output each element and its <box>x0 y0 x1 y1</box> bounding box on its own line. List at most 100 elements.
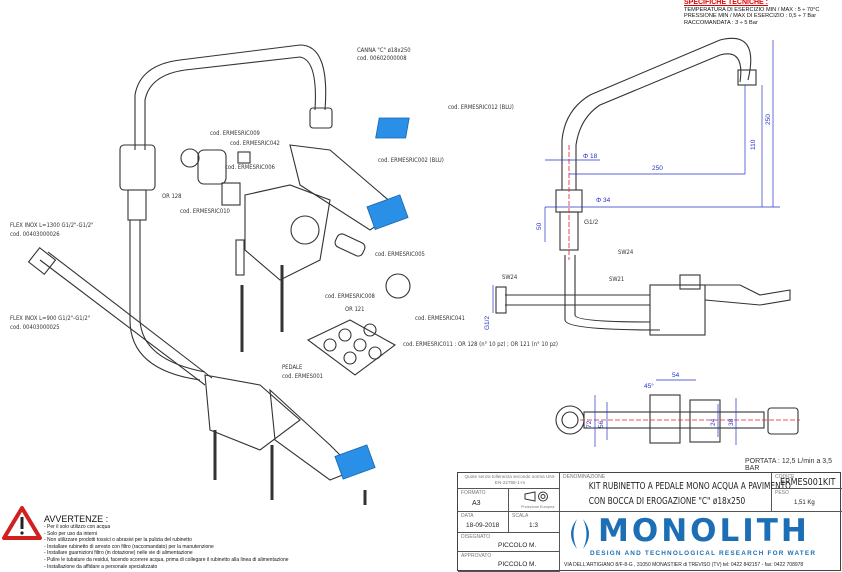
dim-sw21: SW21 <box>609 276 625 283</box>
label-ric010: cod. ERMESRIC010 <box>180 208 230 215</box>
pin-005 <box>334 233 366 257</box>
format-label: FORMATO <box>461 490 486 496</box>
approved-value: PICCOLO M. <box>498 561 537 568</box>
valve-body <box>244 184 331 281</box>
code-label: CODICE <box>775 474 795 480</box>
technical-specs: SPECIFICHE TECNICHE : TEMPERATURA DI ESE… <box>684 0 819 26</box>
dim-sw24a: SW24 <box>618 249 634 256</box>
flow-rate: PORTATA : 12,5 L/min a 3,5 BAR <box>745 458 833 472</box>
spout-pipe <box>134 44 327 150</box>
approved-cell: APPROVATO PICCOLO M. <box>458 552 560 572</box>
dim-d18: Φ 18 <box>583 153 598 160</box>
label-flex900: FLEX INOX L=900 G1/2"-G1/2" <box>10 315 91 322</box>
warning-line: - Solo per uso da interni <box>44 530 98 537</box>
label-pedal: PEDALE <box>282 364 303 371</box>
pedal-cover-blue <box>366 194 409 230</box>
column-nut <box>119 144 156 191</box>
date-label: DATA <box>461 513 474 519</box>
tolerance-text: Quote senza tolleranza secondo norma UNI… <box>464 474 556 485</box>
dim-a45: 45° <box>644 383 654 390</box>
oring-sheet <box>306 319 397 376</box>
dim-w56: 56 <box>598 420 605 428</box>
weight-cell: PESO 1,51 Kg <box>772 489 842 512</box>
projection-label: Proiezione Europea <box>521 505 555 509</box>
drawn-value: PICCOLO M. <box>498 542 537 549</box>
weight-value: 1,51 Kg <box>794 500 815 506</box>
warnings: AVVERTENZE : - Per il solo utilizzo con … <box>44 514 289 570</box>
scale-cell: SCALA 1:3 <box>509 512 560 533</box>
pedal-cover-blue-assembled <box>334 444 376 480</box>
code-cell: CODICE ERMES001KIT <box>772 473 842 489</box>
spec-line: RACCOMANDATA : 3 ÷ 5 Bar <box>684 19 758 26</box>
filter-041 <box>385 273 411 299</box>
title-block: Quote senza tolleranza secondo norma UNI… <box>457 472 842 572</box>
label-ric009: cod. ERMESRIC009 <box>210 130 260 137</box>
label-ric042: cod. ERMESRIC042 <box>230 140 280 147</box>
label-ric008: cod. ERMESRIC008 <box>325 293 375 300</box>
warnings-title: AVVERTENZE : <box>44 514 109 524</box>
oring-009 <box>180 148 200 168</box>
dim-w72: 72 <box>586 420 593 428</box>
label-flex1300-code: cod. 00403000026 <box>10 231 60 238</box>
specs-title: SPECIFICHE TECNICHE : <box>684 0 769 6</box>
aerator <box>309 107 333 129</box>
warning-triangle-icon <box>2 506 42 540</box>
label-ric012: cod. ERMESRIC012 (BLU) <box>448 104 514 111</box>
flex-hose-900 <box>39 251 213 386</box>
label-or128: OR 128 <box>162 193 182 200</box>
approved-label: APPROVATO <box>461 553 492 559</box>
dim-h250: 250 <box>765 114 772 125</box>
label-ric011: cod. ERMESRIC011 : OR 128 (n° 10 pz) ; O… <box>403 341 558 348</box>
dim-sw24b: SW24 <box>502 274 518 281</box>
label-ric041: cod. ERMESRIC041 <box>415 315 465 322</box>
dim-l250: 250 <box>652 165 663 172</box>
assembled-valve <box>204 374 301 451</box>
pedal-cover-blue-loose <box>375 117 410 139</box>
projection-symbol-icon <box>524 491 548 502</box>
warning-line: - Installare rubinetto di arresto con fi… <box>44 543 214 550</box>
dim-g12b: G1/2 <box>484 315 491 330</box>
name-cell: DENOMINAZIONE KIT RUBINETTO A PEDALE MON… <box>560 473 791 512</box>
label-ric005: cod. ERMESRIC005 <box>375 251 425 258</box>
name-label: DENOMINAZIONE <box>563 474 606 480</box>
brand-tagline: DESIGN AND TECHNOLOGICAL RESEARCH FOR WA… <box>590 550 817 557</box>
label-spout: CANNA "C" ø18x250 <box>357 47 411 54</box>
label-pedal-code: cod. ERMES001 <box>282 373 324 380</box>
brand-logo: MONOLITH <box>598 513 810 549</box>
side-spout <box>561 37 752 190</box>
warning-line: - Per il solo utilizzo con acqua <box>44 524 111 530</box>
scale-value: 1:3 <box>529 522 539 529</box>
label-or121: OR 121 <box>345 306 365 313</box>
flex-hose-1300 <box>129 220 206 381</box>
label-flex1300: FLEX INOX L=1300 G1/2"-G1/2" <box>10 222 94 229</box>
format-cell: FORMATO A3 <box>458 489 509 512</box>
warning-line: - Non utilizzare prodotti tossici o abra… <box>44 537 192 544</box>
warning-line: - Pulire le tubature da residui, facendo… <box>44 556 289 563</box>
date-cell: DATA 18-09-2018 <box>458 512 509 533</box>
drawn-cell: DISEGNATO PICCOLO M. <box>458 533 560 552</box>
label-ric002: cod. ERMESRIC002 (BLU) <box>378 157 444 164</box>
label-ric006: cod. ERMESRIC006 <box>225 164 275 171</box>
date-value: 18-09-2018 <box>466 522 500 529</box>
dim-g12a: G1/2 <box>584 219 599 226</box>
dim-h110: 110 <box>750 139 757 150</box>
cartridge-042 <box>197 149 227 185</box>
label-spout-code: cod. 00602000008 <box>357 55 407 62</box>
dim-w24: 24 <box>710 418 717 426</box>
monolith-logo-icon <box>571 519 589 549</box>
code-value: ERMES001KIT <box>780 477 836 488</box>
drawn-label: DISEGNATO <box>461 534 490 540</box>
dim-h50: 50 <box>536 222 543 230</box>
warning-line: - Installazione da affidare a personale … <box>44 563 158 570</box>
spacer <box>235 239 245 276</box>
side-valve <box>649 284 706 336</box>
product-name-line1: KIT RUBINETTO A PEDALE MONO ACQUA A PAVI… <box>588 481 791 492</box>
weight-label: PESO <box>775 490 789 496</box>
spring-010 <box>221 182 241 206</box>
format-value: A3 <box>472 500 481 507</box>
tolerance-cell: Quote senza tolleranza secondo norma UNI… <box>458 473 560 489</box>
product-name-line2: CON BOCCA DI EROGAZIONE "C" ø18x250 <box>588 496 746 507</box>
nut-006 <box>237 151 251 164</box>
projection-cell: Proiezione Europea <box>509 489 560 512</box>
